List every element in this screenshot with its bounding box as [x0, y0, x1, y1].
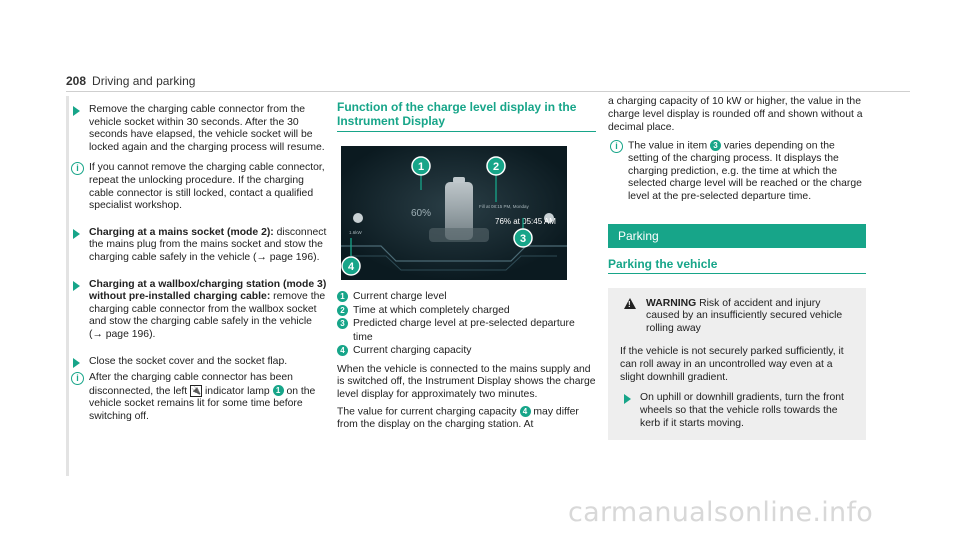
warning-header: WARNING Risk of accident and injury caus…: [608, 297, 856, 336]
column-1: Remove the charging cable connector from…: [66, 96, 327, 476]
step-close-cover: Close the socket cover and the socket fl…: [69, 356, 327, 369]
page-number: 208: [66, 74, 87, 88]
unlock-lamp-icon: 🔌: [190, 384, 203, 397]
info-icon: i: [610, 140, 623, 154]
svg-text:3: 3: [520, 233, 526, 245]
charge-display-graphic: 60% Fill at 08:15 PM, Monday 76% at 05:4…: [341, 146, 567, 280]
section-name: Driving and parking: [92, 74, 196, 88]
step-arrow-icon: [73, 280, 80, 291]
paragraph-connected: When the vehicle is connected to the mai…: [337, 363, 596, 401]
section-title: Function of the charge level display in …: [337, 100, 596, 132]
watermark: carmanualsonline.info: [568, 497, 874, 528]
step-remove-connector: Remove the charging cable connector from…: [69, 104, 327, 154]
page-header: 208 Driving and parking: [66, 74, 195, 88]
subsection-title: Parking the vehicle: [608, 248, 866, 274]
callout-badge: 3: [710, 140, 722, 152]
warning-box: WARNING Risk of accident and injury caus…: [608, 287, 866, 441]
full-time-label: Fill at 08:15 PM, Monday: [479, 204, 530, 209]
warning-body: If the vehicle is not securely parked su…: [620, 346, 844, 383]
section-bar-parking: Parking: [608, 223, 866, 248]
battery-icon: [445, 182, 473, 240]
callout-2: [486, 156, 506, 176]
svg-text:2: 2: [493, 161, 499, 173]
settings-icon: [544, 213, 554, 223]
capacity-label: 1.6kW: [349, 230, 363, 235]
callout-3: [513, 228, 533, 248]
step-arrow-icon: [73, 228, 80, 239]
step-arrow-icon: [73, 357, 80, 368]
callout-1: [411, 156, 431, 176]
paragraph-capacity: The value for current charging capacity …: [337, 405, 579, 430]
svg-text:1: 1: [418, 161, 424, 173]
column-3: a charging capacity of 10 kW or higher, …: [608, 96, 866, 441]
callout-4: [341, 256, 361, 276]
instrument-display-image: 60% Fill at 08:15 PM, Monday 76% at 05:4…: [341, 146, 567, 280]
step-arrow-icon: [73, 106, 80, 116]
column-2: Function of the charge level display in …: [337, 96, 596, 432]
step-mode-2: Charging at a mains socket (mode 2): dis…: [69, 227, 327, 265]
svg-text:4: 4: [348, 261, 355, 273]
info-icon: i: [71, 162, 84, 176]
predicted-level: 76% at 05:45 AM: [495, 217, 556, 226]
step-mode-3: Charging at a wallbox/charging station (…: [69, 279, 327, 342]
paragraph-rounding: a charging capacity of 10 kW or higher, …: [608, 96, 863, 133]
plug-icon: [353, 213, 363, 223]
callout-badge: 4: [519, 405, 531, 417]
info-icon: i: [71, 372, 84, 386]
header-divider: [66, 91, 910, 92]
step-arrow-icon: [624, 394, 631, 405]
step-turn-wheels: On uphill or downhill gradients, turn th…: [620, 392, 856, 430]
callout-badge: 1: [272, 385, 284, 397]
warning-icon: [624, 297, 636, 311]
charge-percent: 60%: [411, 208, 431, 219]
